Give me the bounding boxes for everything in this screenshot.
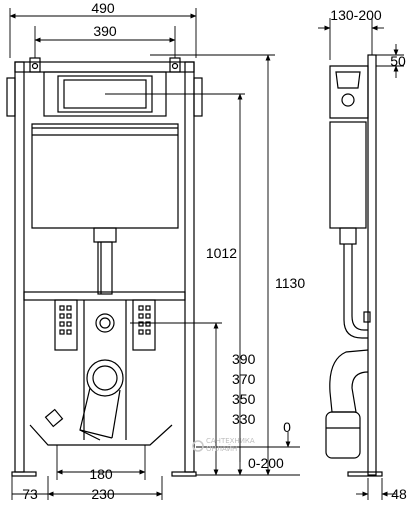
dim-side-depth: 130-200 — [330, 7, 382, 23]
side-foot — [347, 471, 383, 477]
dim-bottom-right: 48 — [391, 486, 407, 502]
dim-side-top: 50 — [390, 53, 406, 69]
side-cistern — [329, 121, 367, 229]
front-view — [6, 57, 203, 477]
watermark-line2: ОНЛАЙН — [206, 444, 237, 453]
frame-crossbar — [23, 291, 186, 301]
watermark-logo-icon — [192, 440, 204, 452]
dim-drain-height-1: 390 — [232, 351, 256, 367]
frame-top-rail — [14, 61, 195, 73]
supply-outlet — [95, 313, 115, 333]
side-view — [325, 54, 383, 477]
watermark: САНТЕХНИКА ОНЛАЙН — [192, 437, 255, 453]
side-wall-profile — [367, 54, 377, 476]
dim-width-overall: 490 — [91, 0, 115, 16]
dim-width-inner: 390 — [93, 23, 117, 39]
dim-drain-height-2: 370 — [232, 371, 256, 387]
cistern — [31, 123, 179, 229]
dim-bottom-left: 73 — [22, 486, 38, 502]
drain-outlet — [86, 359, 124, 397]
dim-floor-range: 0-200 — [248, 455, 284, 471]
dim-drain-offset: 180 — [89, 466, 113, 482]
cistern-pipe — [93, 227, 117, 243]
frame-foot-right — [171, 471, 197, 477]
watermark-line1: САНТЕХНИКА — [206, 437, 255, 445]
dim-floor-zero: 0 — [283, 419, 291, 435]
frame-right-post — [184, 61, 195, 473]
side-drain — [329, 349, 369, 413]
dim-height-outlet: 1012 — [206, 245, 237, 261]
dim-bottom-mid: 230 — [91, 486, 115, 502]
frame-foot-left — [11, 471, 37, 477]
dim-height-total: 1130 — [275, 275, 305, 291]
dim-drain-height-4: 330 — [232, 411, 256, 427]
frame-left-post — [14, 61, 25, 473]
dim-drain-height-3: 350 — [232, 391, 256, 407]
